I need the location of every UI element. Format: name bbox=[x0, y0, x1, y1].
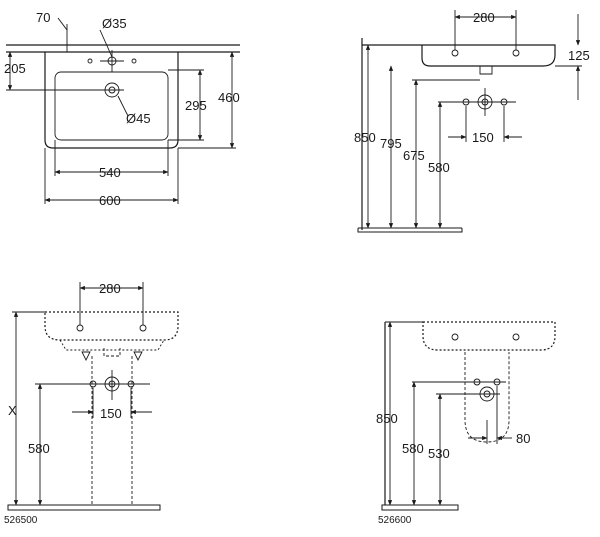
semi-fixing-left bbox=[451, 333, 459, 341]
pedestal-dim-580-label: 580 bbox=[28, 441, 50, 456]
semi-dim-850-label: 850 bbox=[376, 411, 398, 426]
semi-pedestal-view: 850 580 530 80 526600 bbox=[376, 321, 556, 526]
top-view-fixing-left bbox=[87, 58, 93, 64]
pedestal-dim-280-label: 280 bbox=[99, 281, 121, 296]
semi-floor bbox=[381, 504, 459, 511]
side-dim-150-label: 150 bbox=[472, 130, 494, 145]
side-view: 280 125 850 795 675 580 150 bbox=[354, 10, 590, 233]
pedestal-dim-150-label: 150 bbox=[100, 406, 122, 421]
side-view-fixing-left bbox=[451, 49, 459, 57]
side-dim-280-label: 280 bbox=[473, 10, 495, 25]
semi-dim-530-label: 530 bbox=[428, 446, 450, 461]
side-view-floor bbox=[357, 227, 463, 233]
top-view-fixing-right bbox=[131, 58, 137, 64]
side-dim-125-label: 125 bbox=[568, 48, 590, 63]
pedestal-code-label: 526500 bbox=[4, 515, 38, 526]
dim-460-label: 460 bbox=[218, 90, 240, 105]
pedestal-view: 280 X 580 150 526500 bbox=[4, 281, 179, 526]
side-view-fixing-right bbox=[512, 49, 520, 57]
side-view-basin bbox=[362, 44, 556, 67]
dim-540-label: 540 bbox=[99, 165, 121, 180]
semi-pedestal-body bbox=[464, 352, 510, 443]
dim-d35-label: Ø35 bbox=[102, 16, 127, 31]
pedestal-fixing-right bbox=[139, 324, 147, 332]
semi-pedestal-basin bbox=[422, 321, 556, 351]
side-dim-580-label: 580 bbox=[428, 160, 450, 175]
semi-fixing-right bbox=[512, 333, 520, 341]
semi-dim-580-label: 580 bbox=[402, 441, 424, 456]
dim-70-label: 70 bbox=[36, 10, 50, 25]
top-view-basin-outline bbox=[44, 52, 179, 149]
pedestal-dim-x-label: X bbox=[8, 403, 17, 418]
dim-295-label: 295 bbox=[185, 98, 207, 113]
side-dim-850-label: 850 bbox=[354, 130, 376, 145]
pedestal-basin bbox=[44, 311, 179, 341]
semi-code-label: 526600 bbox=[378, 515, 412, 526]
pedestal-floor bbox=[7, 504, 161, 511]
top-view: 70 Ø35 205 Ø45 295 460 540 600 bbox=[4, 10, 240, 208]
dim-205-label: 205 bbox=[4, 61, 26, 76]
pedestal-fixing-left bbox=[76, 324, 84, 332]
semi-dim-80-label: 80 bbox=[516, 431, 530, 446]
dim-600-label: 600 bbox=[99, 193, 121, 208]
side-dim-675-label: 675 bbox=[403, 148, 425, 163]
side-dim-795-label: 795 bbox=[380, 136, 402, 151]
dim-d45-label: Ø45 bbox=[126, 111, 151, 126]
top-view-bowl bbox=[54, 71, 169, 141]
